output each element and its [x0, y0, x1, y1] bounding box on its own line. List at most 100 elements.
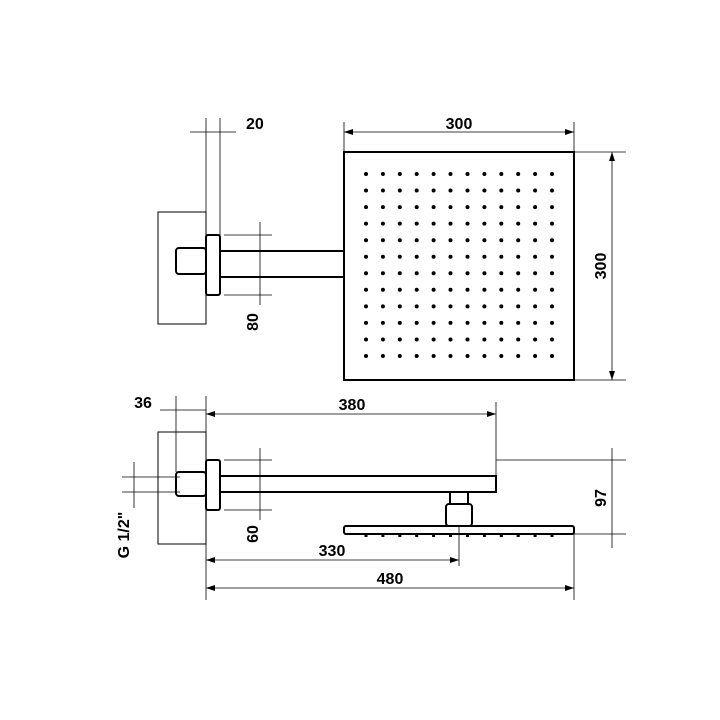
- nozzle-dot: [550, 172, 554, 176]
- nozzle-dot: [516, 205, 521, 210]
- nozzle-dot: [448, 254, 453, 259]
- shower-arm-top: [219, 250, 345, 278]
- nozzle-grid: [364, 172, 554, 358]
- nozzle-dot: [414, 221, 419, 226]
- nozzle-dot: [431, 271, 436, 276]
- nozzle-dot: [364, 304, 368, 309]
- nozzle-dot: [448, 320, 453, 325]
- nozzle-dot: [448, 304, 453, 309]
- nozzle-dot: [414, 271, 419, 276]
- nozzle-dot: [397, 354, 402, 358]
- nozzle-dot: [364, 172, 368, 176]
- nozzle-dot: [482, 221, 487, 226]
- nozzle-dot: [380, 337, 385, 342]
- nozzle-dot: [465, 205, 470, 210]
- nozzle-dot: [482, 254, 487, 259]
- nozzle-dot: [533, 320, 538, 325]
- nozzle-dot: [482, 320, 487, 325]
- nozzle-dot: [364, 254, 368, 259]
- side-nozzle: [432, 534, 436, 537]
- top-view: 20 300 300 80: [157, 116, 626, 381]
- nozzle-dot: [431, 221, 436, 226]
- side-nozzle: [364, 534, 368, 537]
- side-nozzle: [550, 534, 554, 537]
- nozzle-dot: [431, 238, 436, 243]
- nozzle-dot: [482, 271, 487, 276]
- nozzle-dot: [550, 205, 554, 210]
- side-nozzle: [516, 534, 520, 537]
- nozzle-dot: [364, 271, 368, 276]
- nozzle-dot: [448, 221, 453, 226]
- wall-section-side: [157, 431, 207, 545]
- nozzle-dot: [380, 320, 385, 325]
- dimension-head-height: 300: [574, 151, 626, 381]
- nozzle-dot: [380, 172, 385, 176]
- nozzle-dot: [533, 238, 538, 243]
- nozzle-dot: [364, 221, 368, 226]
- side-nozzle: [398, 534, 402, 537]
- nozzle-dot: [380, 271, 385, 276]
- nozzle-dot: [516, 304, 521, 309]
- side-nozzle: [499, 534, 503, 537]
- nozzle-dot: [499, 172, 504, 176]
- side-nozzle: [381, 534, 385, 537]
- nozzle-dot: [465, 287, 470, 292]
- nozzle-dot: [482, 287, 487, 292]
- nozzle-dot: [533, 287, 538, 292]
- nozzle-dot: [448, 172, 453, 176]
- side-nozzle: [533, 534, 537, 537]
- dimension-head-offset: 330: [205, 510, 460, 600]
- nozzle-dot: [499, 354, 504, 358]
- nozzle-dot: [364, 205, 368, 210]
- nozzle-dot: [414, 354, 419, 358]
- nozzle-dot: [482, 337, 487, 342]
- nozzle-dot: [431, 320, 436, 325]
- nozzle-dot: [550, 238, 554, 243]
- nozzle-dot: [414, 320, 419, 325]
- nozzle-dot: [397, 254, 402, 259]
- nozzle-dot: [516, 221, 521, 226]
- nozzle-dot: [499, 205, 504, 210]
- nozzle-dot: [431, 304, 436, 309]
- nozzle-dot: [533, 271, 538, 276]
- dim-label-total-length: 480: [377, 571, 404, 588]
- dim-label-arm-drop-side: 60: [245, 525, 262, 543]
- nozzle-dot: [414, 188, 419, 193]
- nozzle-dot: [465, 271, 470, 276]
- nozzle-dot: [516, 172, 521, 176]
- nozzle-dot: [414, 238, 419, 243]
- nozzle-dot: [414, 254, 419, 259]
- dim-label-head-width: 300: [446, 116, 473, 133]
- nozzle-dot: [533, 172, 538, 176]
- nozzle-dot: [499, 238, 504, 243]
- nozzle-dot: [397, 238, 402, 243]
- nozzle-dot: [550, 254, 554, 259]
- nozzle-dot: [516, 320, 521, 325]
- wall-flange-side: [205, 459, 221, 511]
- nozzle-dot: [482, 354, 487, 358]
- dimension-total-length: 480: [206, 534, 575, 600]
- nozzle-dot: [431, 354, 436, 358]
- wall-section-top: [157, 211, 207, 325]
- side-nozzle-row: [364, 534, 554, 537]
- nozzle-dot: [364, 337, 368, 342]
- nozzle-dot: [397, 221, 402, 226]
- nozzle-dot: [397, 205, 402, 210]
- nozzle-dot: [414, 205, 419, 210]
- nozzle-dot: [397, 271, 402, 276]
- nozzle-dot: [397, 188, 402, 193]
- nozzle-dot: [499, 271, 504, 276]
- nozzle-dot: [550, 271, 554, 276]
- nozzle-dot: [414, 337, 419, 342]
- nozzle-dot: [499, 254, 504, 259]
- nozzle-dot: [380, 188, 385, 193]
- nozzle-dot: [364, 287, 368, 292]
- nozzle-dot: [533, 221, 538, 226]
- nozzle-dot: [397, 337, 402, 342]
- nozzle-dot: [499, 337, 504, 342]
- nozzle-dot: [364, 188, 368, 193]
- wall-connector-side: [175, 471, 207, 497]
- shower-arm-side: [219, 475, 497, 493]
- nozzle-dot: [482, 238, 487, 243]
